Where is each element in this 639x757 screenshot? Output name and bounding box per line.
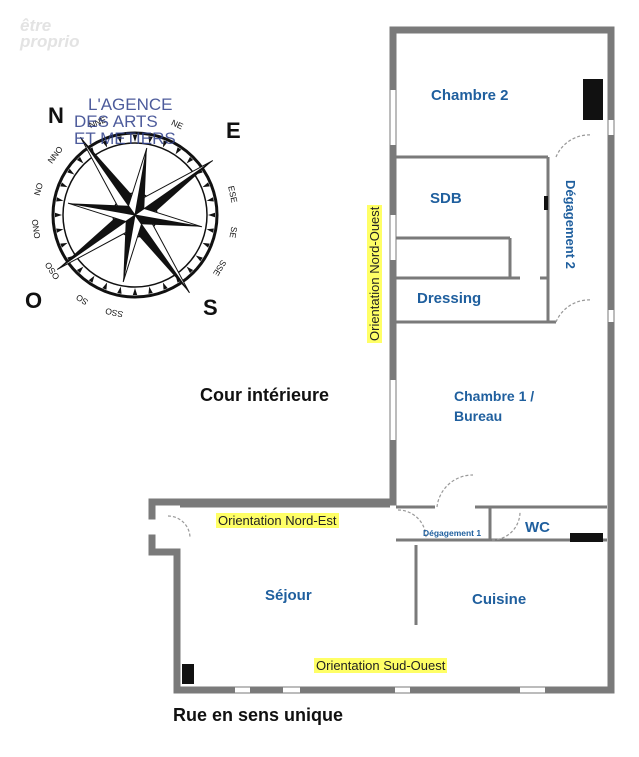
compass-tick — [206, 228, 214, 233]
compass-south: S — [203, 295, 218, 320]
compass-tick — [148, 286, 153, 294]
compass-tick — [175, 147, 182, 155]
rue-label: Rue en sens unique — [173, 705, 344, 725]
room-sejour: Séjour — [265, 587, 312, 604]
agency-line3: ET METIERS — [74, 129, 176, 148]
room-wc: WC — [525, 519, 550, 536]
compass-tick — [132, 135, 138, 142]
compass-west: O — [25, 288, 43, 313]
room-degagement-2: Dégagement 2 — [563, 180, 578, 269]
agency-line1: L'AGENCE — [88, 95, 173, 114]
room-cuisine: Cuisine — [472, 591, 527, 608]
compass-tick — [102, 140, 108, 148]
compass-oso: OSO — [42, 260, 61, 282]
compass-nno: NNO — [45, 144, 65, 165]
compass-tick — [67, 168, 75, 175]
compass-se: SE — [228, 226, 240, 239]
compass-rose: NNE NE ESE SE SSE SSO SO OSO ONO NO NNO — [30, 114, 240, 320]
compass-east: E — [226, 118, 241, 143]
room-chambre-1-line2: Bureau — [454, 408, 503, 424]
compass-tick — [88, 275, 95, 283]
radiator-fixture — [570, 533, 603, 542]
compass-tick — [186, 266, 194, 274]
compass-no: NO — [32, 181, 45, 196]
compass-tick — [76, 266, 84, 274]
room-dressing: Dressing — [417, 290, 482, 307]
compass-tick — [195, 255, 203, 262]
compass-tick — [132, 288, 138, 295]
wall-fixture — [544, 196, 548, 210]
corner-fixture — [182, 664, 194, 684]
orientation-sud-ouest: Orientation Sud-Ouest — [314, 658, 448, 673]
compass-tick — [206, 197, 214, 202]
compass-so: SO — [74, 292, 90, 307]
compass-north: N — [48, 103, 64, 128]
compass-tick — [117, 286, 122, 294]
compass-ne: NE — [170, 117, 185, 131]
closet-fixture — [583, 79, 603, 120]
cour-interieure-label: Cour intérieure — [200, 385, 330, 405]
compass-tick — [56, 228, 64, 233]
compass-tick — [102, 282, 108, 290]
compass-tick — [208, 212, 215, 218]
compass-tick — [162, 282, 168, 290]
compass-tick — [162, 140, 168, 148]
compass-sso: SSO — [104, 306, 124, 320]
room-chambre-2: Chambre 2 — [431, 87, 509, 104]
room-chambre-1: Chambre 1 / Bureau — [454, 388, 534, 424]
watermark-line1: être — [20, 16, 52, 35]
compass-sse: SSE — [211, 258, 229, 278]
watermark-line2: proprio — [20, 32, 80, 51]
compass-ono: ONO — [30, 218, 43, 239]
orientation-nord-ouest: Orientation Nord-Ouest — [367, 204, 382, 343]
compass-tick — [202, 182, 210, 188]
agency-logo: L'AGENCE DES ARTS ET METIERS — [74, 96, 176, 147]
orientation-nord-est: Orientation Nord-Est — [216, 513, 339, 528]
room-chambre-1-line1: Chambre 1 / — [454, 388, 535, 404]
compass-tick — [56, 197, 64, 202]
compass-ese: ESE — [226, 185, 239, 204]
compass-tick — [186, 156, 194, 164]
room-degagement-1: Dégagement 1 — [423, 528, 482, 538]
room-sdb: SDB — [430, 190, 462, 207]
compass-tick — [202, 242, 210, 248]
compass-tick — [76, 156, 84, 164]
compass-tick — [60, 182, 68, 188]
compass-tick — [148, 136, 153, 144]
compass-tick — [55, 212, 62, 218]
compass-tick — [117, 136, 122, 144]
watermark: être proprio — [20, 16, 80, 51]
compass-tick — [60, 242, 68, 248]
agency-line2: DES ARTS — [74, 112, 158, 131]
